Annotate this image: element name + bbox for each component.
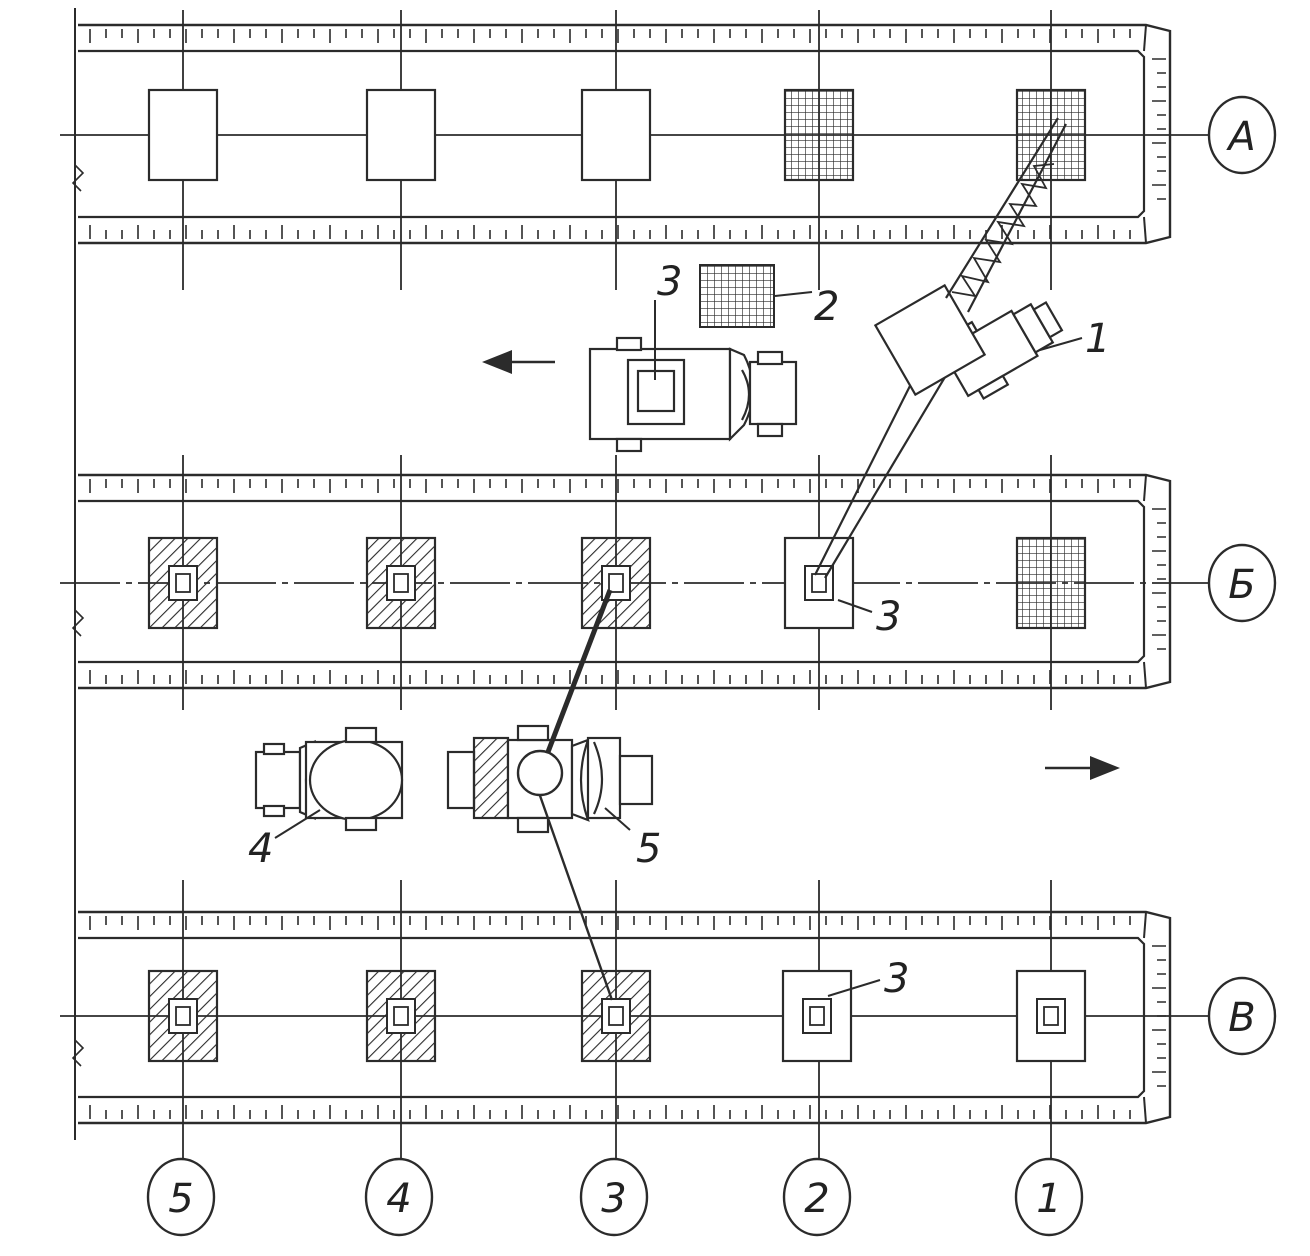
foundation-socket xyxy=(168,998,198,1034)
row-axis-label: В xyxy=(1228,995,1255,1041)
column-axis-bubble: 2 xyxy=(782,1157,852,1237)
label-foundation-v2: 3 xyxy=(884,956,909,1002)
break-marks xyxy=(71,164,85,1067)
row-axis-bubble: Б xyxy=(1207,543,1277,623)
socket-recess xyxy=(608,573,624,593)
label-mesh: 2 xyxy=(814,284,839,330)
foundation-footing xyxy=(147,536,219,630)
trench-row-3 xyxy=(78,910,1172,1125)
travel-arrow-right xyxy=(1045,756,1120,780)
trench-corner xyxy=(1143,661,1147,689)
foundation-socket xyxy=(1036,998,1066,1034)
socket-recess xyxy=(175,1006,191,1026)
label-foundation-b2: 3 xyxy=(876,594,901,640)
reinforcement-mesh-stack xyxy=(699,264,775,328)
foundation-socket xyxy=(168,565,198,601)
socket-recess xyxy=(811,573,827,593)
row-bubble-circle xyxy=(1207,976,1277,1056)
column-bubble-circle xyxy=(146,1157,216,1237)
foundation-socket xyxy=(386,565,416,601)
socket-recess xyxy=(393,573,409,593)
foundations xyxy=(147,88,1087,1063)
trench-corner xyxy=(1143,216,1147,244)
trench-corner xyxy=(1143,1096,1147,1124)
trench-slope-ticks xyxy=(89,29,1166,239)
column-axis-label: 1 xyxy=(1036,1176,1061,1222)
row-bubble-circle xyxy=(1207,95,1277,175)
column-axis-bubble: 4 xyxy=(364,1157,434,1237)
foundation-socket xyxy=(802,998,832,1034)
socket-recess xyxy=(393,1006,409,1026)
column-axis-bubble: 5 xyxy=(146,1157,216,1237)
row-bubble-circle xyxy=(1207,543,1277,623)
trench-corner xyxy=(1143,911,1147,939)
trench-inner-edge xyxy=(78,49,1146,219)
socket-recess xyxy=(175,573,191,593)
mobile-crane xyxy=(814,117,1067,579)
travel-arrow-left xyxy=(482,350,555,374)
foundation-footing xyxy=(147,88,219,182)
trench-row-2 xyxy=(78,473,1172,690)
trench-outer-edge xyxy=(78,473,1172,690)
column-axis-label: 5 xyxy=(168,1176,193,1222)
pump-boom-lower xyxy=(536,789,614,1001)
flatbed-truck xyxy=(588,336,798,453)
trench-row-1 xyxy=(78,23,1172,245)
column-axis-label: 2 xyxy=(804,1176,829,1222)
row-axis-label: Б xyxy=(1228,562,1255,608)
column-bubble-circle xyxy=(579,1157,649,1237)
label-truck-cargo: 3 xyxy=(657,259,682,305)
foundation-footing xyxy=(783,88,855,182)
trench-slope-ticks xyxy=(89,916,1166,1119)
column-bubble-circle xyxy=(1014,1157,1084,1237)
pump-boom-upper xyxy=(545,589,613,753)
pump-boom-turret xyxy=(516,749,564,797)
trench-inner-edge xyxy=(78,936,1146,1099)
foundation-socket xyxy=(386,998,416,1034)
trench-outer-edge xyxy=(78,910,1172,1125)
column-bubble-circle xyxy=(364,1157,434,1237)
trench-slope-ticks xyxy=(89,479,1166,684)
trench-corner xyxy=(1143,24,1147,52)
row-axis-bubble: А xyxy=(1207,95,1277,175)
axis-bubbles: А Б В 5 4 3 2 1 xyxy=(146,95,1277,1237)
callout-labels: 3 2 1 3 3 4 5 xyxy=(248,259,1110,1002)
callout-leaders xyxy=(274,291,1083,997)
label-crane: 1 xyxy=(1085,316,1110,362)
label-mixer: 4 xyxy=(248,826,273,872)
socket-recess xyxy=(608,1006,624,1026)
foundation-socket xyxy=(601,998,631,1034)
socket-recess xyxy=(1043,1006,1059,1026)
foundation-footing xyxy=(1015,536,1087,630)
trenches xyxy=(78,23,1172,1125)
row-axis-label: А xyxy=(1225,114,1255,160)
column-axis-bubble: 3 xyxy=(579,1157,649,1237)
concrete-mixer-truck xyxy=(254,726,404,832)
foundation-footing xyxy=(580,88,652,182)
socket-recess xyxy=(809,1006,825,1026)
row-axis-bubble: В xyxy=(1207,976,1277,1056)
column-axis-label: 4 xyxy=(386,1176,411,1222)
column-bubble-circle xyxy=(782,1157,852,1237)
label-pump: 5 xyxy=(636,826,661,872)
column-axis-label: 3 xyxy=(601,1176,626,1222)
foundation-footing xyxy=(365,88,437,182)
trench-corner xyxy=(1143,474,1147,502)
trench-outer-edge xyxy=(78,23,1172,245)
column-axis-bubble: 1 xyxy=(1014,1157,1084,1237)
trench-inner-edge xyxy=(78,499,1146,664)
